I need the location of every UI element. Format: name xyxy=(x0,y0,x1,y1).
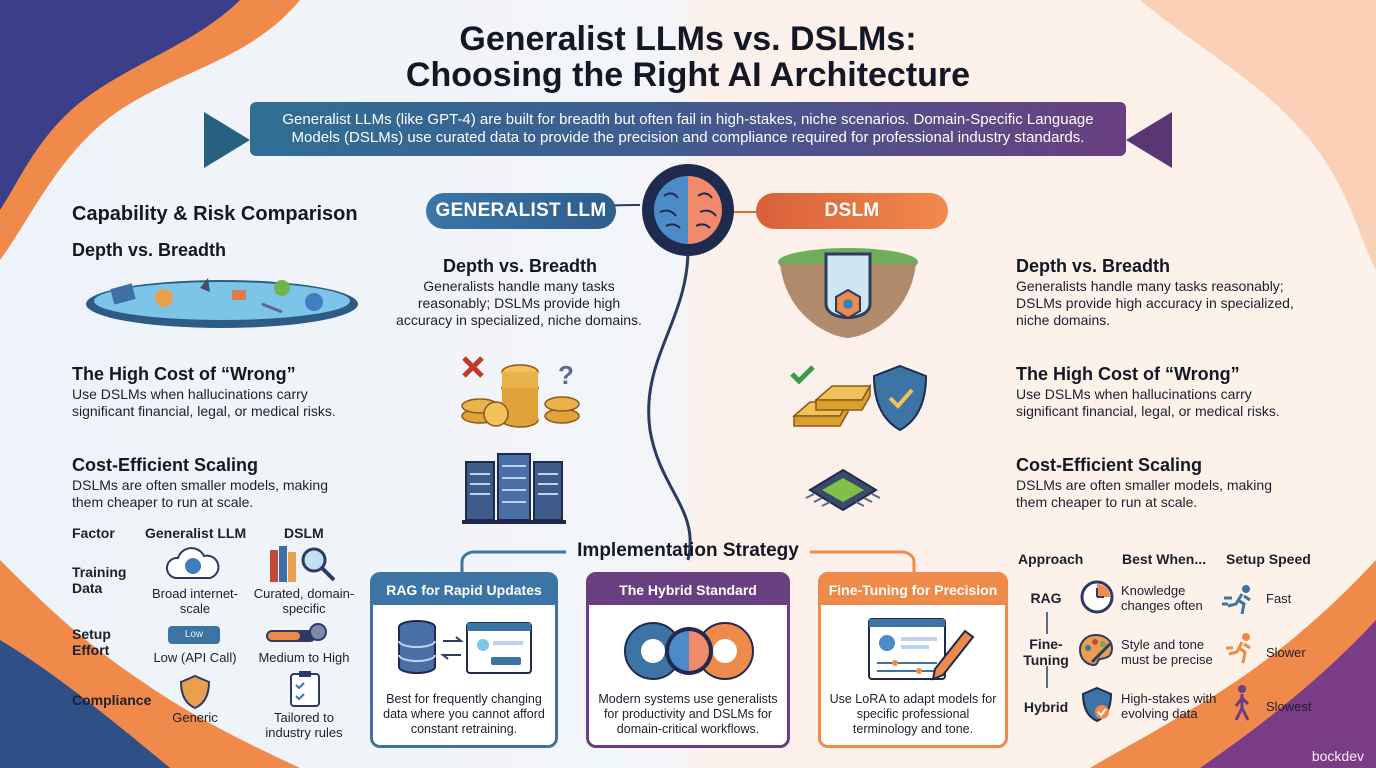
dslm-pill: DSLM xyxy=(756,193,948,229)
shield-check-icon xyxy=(1081,686,1113,723)
palette-brush-icon xyxy=(1078,633,1114,667)
coins-question-icon: ? xyxy=(461,356,580,428)
shield-icon xyxy=(179,674,211,710)
center-depth-body: Generalists handle many tasks reasonably… xyxy=(396,278,642,328)
right-scale-title: Cost-Efficient Scaling xyxy=(1016,455,1203,475)
approach-header: Approach xyxy=(1018,551,1084,567)
progress-gear-icon xyxy=(266,623,327,642)
row-compliance-label: Compliance xyxy=(72,692,152,708)
approach-finetune: Fine-Tuning xyxy=(1023,636,1069,668)
card-hybrid: The Hybrid Standard Modern systems use g… xyxy=(586,572,790,748)
right-depth-title: Depth vs. Breadth xyxy=(1016,256,1171,276)
author-credit: bockdev xyxy=(1311,748,1364,764)
row-training-generalist: Broad internet-scale xyxy=(152,586,238,616)
row-compliance-generalist: Generic xyxy=(172,710,218,725)
left-scale-body: DSLMs are often smaller models, making t… xyxy=(72,477,328,510)
left-scale-title: Cost-Efficient Scaling xyxy=(72,455,259,475)
speed-rag: Fast xyxy=(1266,591,1292,606)
dslm-header: DSLM xyxy=(284,525,324,541)
approach-rag: RAG xyxy=(1030,590,1062,606)
right-scale-body: DSLMs are often smaller models, making t… xyxy=(1016,477,1272,510)
row-compliance-dslm: Tailored to industry rules xyxy=(265,710,343,740)
database-sync-icon xyxy=(398,620,532,674)
low-badge: Low xyxy=(168,626,220,644)
card-finetune-body: Use LoRA to adapt models for specific pr… xyxy=(829,692,997,736)
card-finetune-title: Fine-Tuning for Precision xyxy=(821,575,1005,605)
setup-speed-header: Setup Speed xyxy=(1226,551,1311,567)
factor-header: Factor xyxy=(72,525,115,541)
row-setup-label: Setup Effort xyxy=(72,626,111,658)
shallow-pool-icon xyxy=(86,278,358,328)
right-depth-body: Generalists handle many tasks reasonably… xyxy=(1016,278,1294,328)
microchip-icon xyxy=(805,468,881,512)
left-cost-body: Use DSLMs when hallucinations carry sign… xyxy=(72,386,336,419)
card-rag-title: RAG for Rapid Updates xyxy=(373,575,555,605)
card-hybrid-title: The Hybrid Standard xyxy=(589,575,787,605)
right-cost-body: Use DSLMs when hallucinations carry sign… xyxy=(1016,386,1280,419)
card-rag: RAG for Rapid Updates Best for frequentl… xyxy=(370,572,558,748)
gold-bars-shield-icon xyxy=(790,364,928,432)
generalist-header: Generalist LLM xyxy=(145,525,247,541)
card-rag-body: Best for frequently changing data where … xyxy=(383,692,545,736)
runner-fast-icon xyxy=(1222,585,1251,615)
generalist-llm-pill: GENERALIST LLM xyxy=(426,193,616,229)
server-rack-icon xyxy=(462,453,566,524)
svg-text:?: ? xyxy=(558,360,574,390)
deep-well-icon xyxy=(778,248,918,338)
clock-icon xyxy=(1080,580,1114,614)
speed-hybrid: Slowest xyxy=(1266,699,1312,714)
best-finetune: Style and tone must be precise xyxy=(1121,637,1213,667)
row-setup-dslm: Medium to High xyxy=(258,650,350,665)
card-hybrid-body: Modern systems use generalists for produ… xyxy=(598,692,778,736)
clipboard-check-icon xyxy=(290,671,320,707)
center-depth-title: Depth vs. Breadth xyxy=(442,256,598,276)
page-title-line1: Generalist LLMs vs. DSLMs: xyxy=(459,20,917,58)
row-training-dslm: Curated, domain-specific xyxy=(253,586,355,616)
brain-icon xyxy=(642,164,734,256)
speed-finetune: Slower xyxy=(1266,645,1306,660)
cloud-globe-icon xyxy=(166,547,220,579)
approach-connector xyxy=(1046,612,1048,688)
banner-ribbon-right xyxy=(1126,112,1172,168)
left-depth-title: Depth vs. Breadth xyxy=(72,240,227,260)
banner-ribbon-left xyxy=(204,112,250,168)
gears-brain-icon xyxy=(624,622,754,680)
best-when-header: Best When... xyxy=(1122,551,1207,567)
left-cost-title: The High Cost of “Wrong” xyxy=(72,364,296,384)
approach-hybrid: Hybrid xyxy=(1023,699,1069,715)
card-finetune: Fine-Tuning for Precision Use LoRA to ad… xyxy=(818,572,1008,748)
row-setup-generalist: Low (API Call) xyxy=(153,650,237,665)
page-title-line2: Choosing the Right AI Architecture xyxy=(405,56,971,94)
runner-slower-icon xyxy=(1226,633,1251,664)
capability-heading: Capability & Risk Comparison xyxy=(72,203,358,225)
intro-banner: Generalist LLMs (like GPT-4) are built f… xyxy=(250,102,1126,156)
best-hybrid: High-stakes with evolving data xyxy=(1121,691,1217,721)
monitor-pencil-icon xyxy=(868,618,975,681)
walker-slowest-icon xyxy=(1234,685,1250,721)
books-magnifier-icon xyxy=(270,546,336,582)
implementation-title: Implementation Strategy xyxy=(577,540,799,561)
row-training-label: Training Data xyxy=(72,564,127,596)
right-cost-title: The High Cost of “Wrong” xyxy=(1016,364,1240,384)
best-rag: Knowledge changes often xyxy=(1121,583,1203,613)
